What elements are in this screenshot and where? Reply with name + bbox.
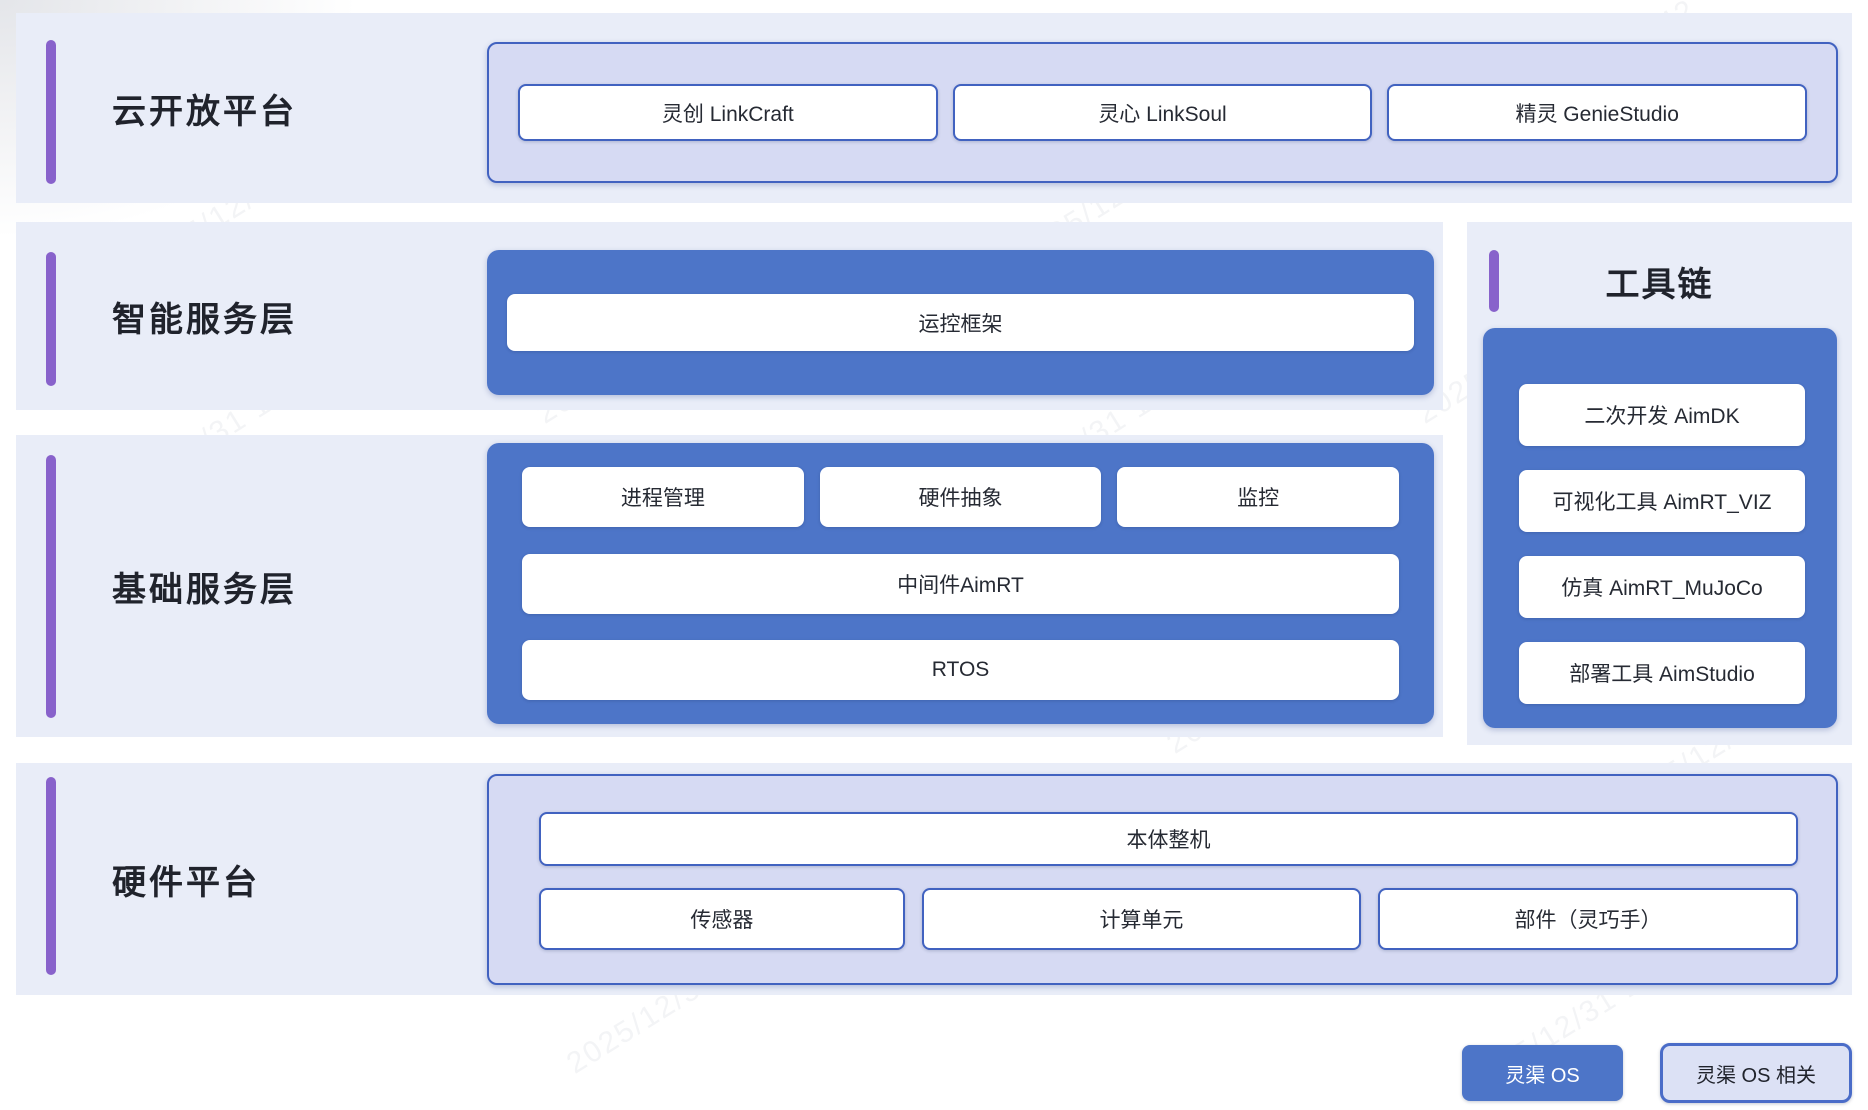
node-middleware-aimrt: 中间件AimRT xyxy=(522,553,1399,614)
node-aimrt-viz: 可视化工具 AimRT_VIZ xyxy=(1519,470,1805,532)
node-geniestudio: 精灵 GenieStudio xyxy=(1387,84,1808,141)
node-linkcraft: 灵创 LinkCraft xyxy=(518,84,938,141)
row-title-area: 基础服务层 xyxy=(112,435,297,737)
legend-lingqu-os-related: 灵渠 OS 相关 xyxy=(1660,1043,1852,1103)
node-process-management: 进程管理 xyxy=(522,467,804,527)
toolchain-container: 二次开发 AimDK 可视化工具 AimRT_VIZ 仿真 AimRT_MuJo… xyxy=(1483,328,1837,728)
row-intelligent-service-layer: 智能服务层 运控框架 xyxy=(16,222,1443,410)
accent-bar xyxy=(46,777,56,975)
intelligent-service-container: 运控框架 xyxy=(487,250,1434,395)
row-hardware-platform: 硬件平台 本体整机 传感器 计算单元 部件（灵巧手） xyxy=(16,763,1852,995)
row-title-intelligent-service: 智能服务层 xyxy=(112,300,297,339)
node-parts-dexterous-hand: 部件（灵巧手） xyxy=(1378,888,1798,950)
row-title-area: 智能服务层 xyxy=(112,222,297,410)
node-rtos: RTOS xyxy=(522,640,1399,700)
node-aimdk: 二次开发 AimDK xyxy=(1519,384,1805,446)
accent-bar xyxy=(46,40,56,184)
node-monitoring: 监控 xyxy=(1117,467,1400,527)
hardware-bottom-row: 传感器 计算单元 部件（灵巧手） xyxy=(539,888,1798,950)
row-title-foundation-service: 基础服务层 xyxy=(112,570,297,609)
row-title-area: 硬件平台 xyxy=(112,763,260,995)
foundation-service-container: 进程管理 硬件抽象 监控 中间件AimRT RTOS xyxy=(487,443,1434,724)
row-title-area: 云开放平台 xyxy=(112,13,297,203)
toolchain-title: 工具链 xyxy=(1605,265,1714,304)
foundation-top-row: 进程管理 硬件抽象 监控 xyxy=(522,467,1400,527)
node-hardware-abstraction: 硬件抽象 xyxy=(819,467,1102,527)
row-foundation-service-layer: 基础服务层 进程管理 硬件抽象 监控 中间件AimRT RTOS xyxy=(16,435,1443,737)
row-cloud-platform: 云开放平台 灵创 LinkCraft 灵心 LinkSoul 精灵 GenieS… xyxy=(16,13,1852,203)
node-compute-unit: 计算单元 xyxy=(921,888,1362,950)
node-linksoul: 灵心 LinkSoul xyxy=(952,84,1373,141)
cloud-platform-container: 灵创 LinkCraft 灵心 LinkSoul 精灵 GenieStudio xyxy=(487,42,1838,183)
node-aimstudio: 部署工具 AimStudio xyxy=(1519,642,1805,704)
row-title-cloud-platform: 云开放平台 xyxy=(112,92,297,131)
row-title-hardware-platform: 硬件平台 xyxy=(112,863,260,902)
node-sensors: 传感器 xyxy=(539,888,905,950)
panel-toolchain: 工具链 二次开发 AimDK 可视化工具 AimRT_VIZ 仿真 AimRT_… xyxy=(1467,222,1852,745)
hardware-platform-container: 本体整机 传感器 计算单元 部件（灵巧手） xyxy=(487,774,1838,985)
accent-bar xyxy=(46,252,56,386)
toolchain-title-area: 工具链 xyxy=(1467,250,1852,312)
legend-lingqu-os: 灵渠 OS xyxy=(1462,1045,1623,1101)
node-robot-body: 本体整机 xyxy=(539,812,1798,866)
node-aimrt-mujoco: 仿真 AimRT_MuJoCo xyxy=(1519,556,1805,618)
node-motion-control-framework: 运控框架 xyxy=(507,294,1414,351)
accent-bar xyxy=(46,455,56,718)
accent-bar xyxy=(1489,250,1499,312)
